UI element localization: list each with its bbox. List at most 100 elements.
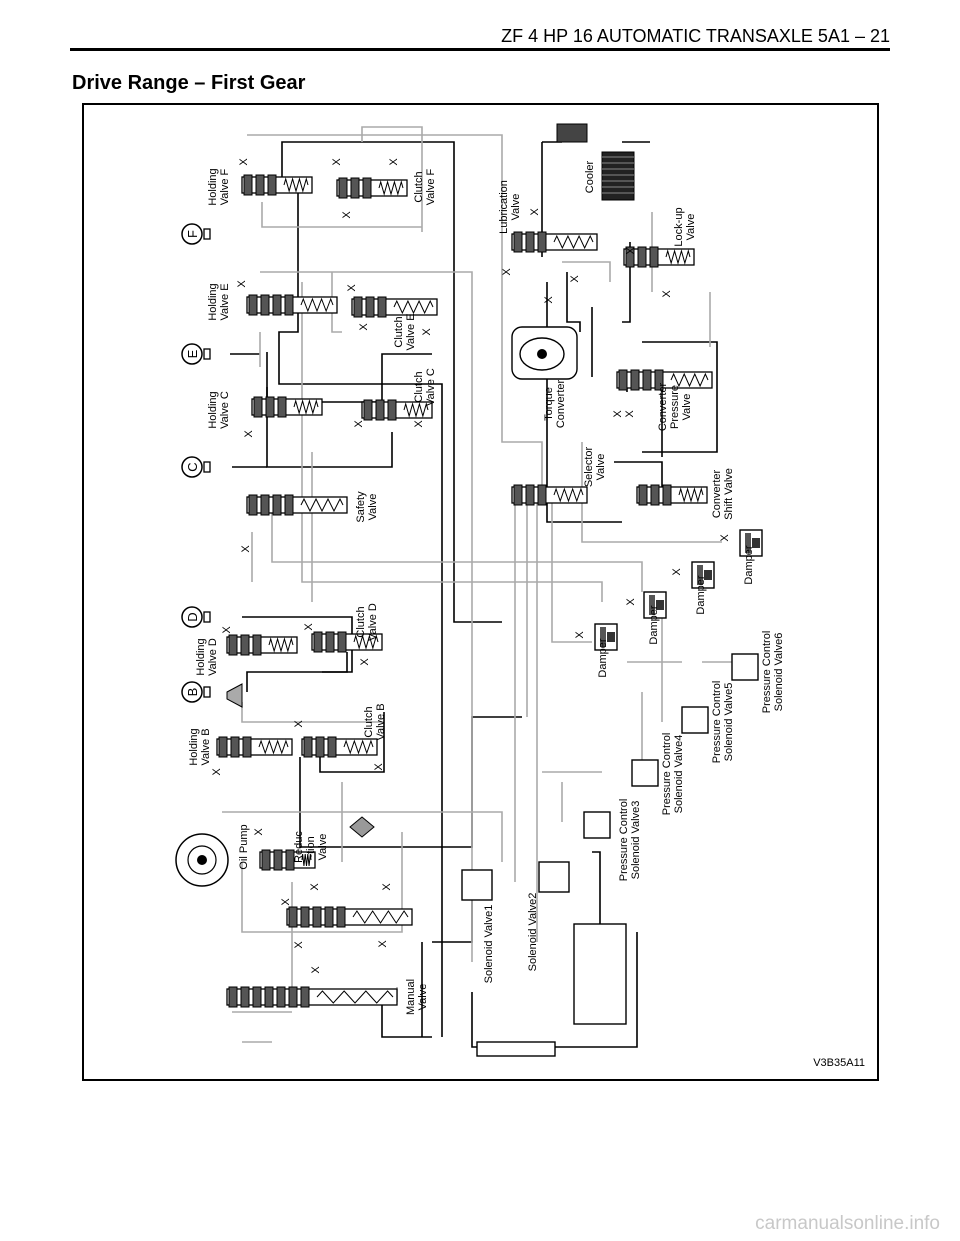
- exhaust-marker-31: X: [624, 410, 636, 418]
- exhaust-marker-8: X: [243, 430, 255, 438]
- clutch-valve-e: [351, 296, 438, 318]
- svg-text:-tion: -tion: [305, 836, 317, 857]
- clutch-valve-d: [311, 631, 383, 653]
- exhaust-marker-23: X: [377, 940, 389, 948]
- exhaust-marker-15: X: [211, 768, 223, 776]
- clutch-valve-b: [301, 736, 378, 758]
- svg-text:Pressure Control: Pressure Control: [711, 681, 723, 764]
- port-b-label: B: [181, 681, 211, 703]
- label-cooler: Cooler: [584, 160, 596, 193]
- exhaust-marker-33: X: [574, 631, 586, 639]
- svg-text:Valve C: Valve C: [219, 391, 231, 429]
- watermark: carmanualsonline.info: [755, 1213, 940, 1234]
- svg-text:Valve: Valve: [417, 984, 429, 1011]
- exhaust-marker-30: X: [612, 410, 624, 418]
- exhaust-marker-35: X: [671, 568, 683, 576]
- exhaust-marker-13: X: [303, 623, 315, 631]
- control-module: [573, 923, 627, 1025]
- svg-text:Clutch: Clutch: [355, 606, 367, 637]
- svg-text:Solenoid Valve6: Solenoid Valve6: [773, 633, 785, 712]
- svg-text:Solenoid Valve4: Solenoid Valve4: [673, 735, 685, 814]
- svg-text:Converter: Converter: [711, 470, 723, 519]
- port-e-label: E: [181, 343, 211, 365]
- svg-text:Valve D: Valve D: [367, 603, 379, 641]
- exhaust-marker-1: X: [331, 158, 343, 166]
- solenoid-valve1-body: [461, 869, 493, 901]
- check-diamond: [349, 816, 375, 838]
- svg-text:E: E: [185, 349, 200, 358]
- svg-text:Pressure Control: Pressure Control: [661, 733, 673, 816]
- exhaust-marker-22: X: [293, 941, 305, 949]
- header-rule: [70, 48, 890, 51]
- exhaust-marker-26: X: [529, 208, 541, 216]
- label-solenoid-valve2: Solenoid Valve2: [527, 893, 539, 972]
- svg-text:Valve F: Valve F: [219, 168, 231, 205]
- svg-text:Damper: Damper: [597, 638, 609, 677]
- exhaust-marker-16: X: [293, 720, 305, 728]
- svg-text:Valve: Valve: [685, 214, 697, 241]
- svg-text:Holding: Holding: [195, 638, 207, 675]
- oil-pump: [175, 833, 229, 887]
- reduction-valve: [259, 849, 316, 871]
- svg-text:Valve F: Valve F: [425, 168, 437, 205]
- svg-text:Valve: Valve: [510, 194, 522, 221]
- label-damper-3: Damper: [695, 575, 707, 614]
- svg-text:Damper: Damper: [648, 605, 660, 644]
- svg-text:Clutch: Clutch: [393, 316, 405, 347]
- exhaust-marker-20: X: [381, 883, 393, 891]
- exhaust-marker-28: X: [569, 275, 581, 283]
- exhaust-marker-3: X: [341, 211, 353, 219]
- section-title: Drive Range – First Gear: [72, 72, 306, 94]
- exhaust-marker-21: X: [280, 898, 292, 906]
- exhaust-marker-2: X: [388, 158, 400, 166]
- exhaust-marker-10: X: [413, 420, 425, 428]
- svg-text:Solenoid Valve2: Solenoid Valve2: [527, 893, 539, 972]
- svg-text:Lock-up: Lock-up: [673, 207, 685, 246]
- svg-text:Clutch: Clutch: [363, 706, 375, 737]
- holding-valve-c: [251, 396, 323, 418]
- exhaust-marker-29: X: [661, 290, 673, 298]
- label-oil-pump: Oil Pump: [238, 824, 250, 869]
- exhaust-marker-27: X: [543, 296, 555, 304]
- svg-text:Solenoid Valve5: Solenoid Valve5: [723, 683, 735, 762]
- svg-text:Valve D: Valve D: [207, 638, 219, 676]
- exhaust-marker-11: X: [240, 545, 252, 553]
- svg-text:Holding: Holding: [207, 391, 219, 428]
- damper-3: [691, 561, 715, 589]
- exhaust-marker-6: X: [358, 323, 370, 331]
- svg-text:B: B: [185, 688, 200, 697]
- svg-text:Valve C: Valve C: [425, 368, 437, 406]
- exhaust-marker-9: X: [353, 420, 365, 428]
- clutch-valve-c: [361, 399, 433, 421]
- safety-valve: [246, 494, 348, 516]
- lockup-valve: [623, 246, 695, 268]
- svg-text:Valve: Valve: [317, 834, 329, 861]
- svg-text:Shift Valve: Shift Valve: [723, 468, 735, 520]
- svg-text:Converter: Converter: [657, 383, 669, 432]
- exhaust-marker-14: X: [359, 658, 371, 666]
- svg-text:Damper: Damper: [695, 575, 707, 614]
- pcsv6-body: [731, 653, 759, 681]
- svg-text:Holding: Holding: [207, 283, 219, 320]
- exhaust-marker-32: X: [625, 247, 637, 255]
- svg-text:Valve: Valve: [367, 494, 379, 521]
- svg-text:Damper: Damper: [743, 545, 755, 584]
- svg-text:Holding: Holding: [188, 728, 200, 765]
- damper-4: [739, 529, 763, 557]
- exhaust-marker-34: X: [625, 598, 637, 606]
- pcsv4-body: [631, 759, 659, 787]
